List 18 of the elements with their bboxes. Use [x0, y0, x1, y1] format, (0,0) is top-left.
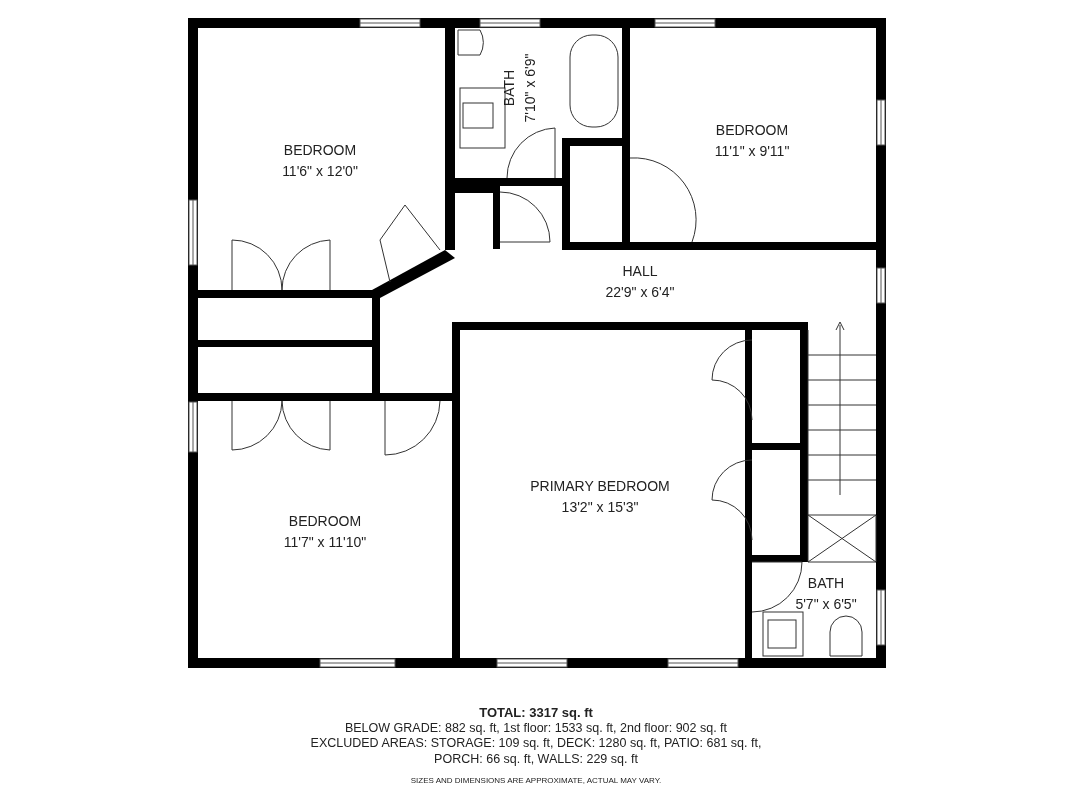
room-name: BEDROOM: [283, 142, 357, 158]
room-dimensions: 5'7" x 6'5": [795, 597, 857, 613]
area-breakdown-text: BELOW GRADE: 882 sq. ft, 1st floor: 1533 sq. ft, 2nd floor: 902 sq. ft: [344, 720, 728, 736]
room-dimensions: 13'2" x 15'3": [561, 500, 639, 516]
room-name: BEDROOM: [288, 513, 362, 529]
room-name: BATH: [807, 575, 845, 591]
room-dimensions: 11'6" x 12'0": [282, 164, 358, 180]
room-dimensions: 22'9" x 6'4": [605, 285, 675, 301]
room-name: BEDROOM: [715, 122, 789, 138]
area-breakdown-text: EXCLUDED AREAS: STORAGE: 109 sq. ft, DECK: 1280 sq. ft, PATIO: 681 sq. ft, PORCH: 66 sq. ft, WALLS: 229 sq. ft: [309, 736, 763, 767]
total-area-text: TOTAL: 3317 sq. ft: [479, 705, 593, 721]
room-dimensions: 7'10" x 6'9": [523, 53, 539, 123]
room-dimensions: 11'1" x 9'11": [714, 144, 790, 160]
room-dimensions: 11'7" x 11'10": [283, 535, 367, 551]
room-name: HALL: [622, 263, 658, 279]
room-name: PRIMARY BEDROOM: [530, 478, 670, 494]
disclaimer-note: SIZES AND DIMENSIONS ARE APPROXIMATE, ACTUAL MAY VARY.: [410, 776, 662, 786]
room-name: BATH: [501, 69, 517, 107]
